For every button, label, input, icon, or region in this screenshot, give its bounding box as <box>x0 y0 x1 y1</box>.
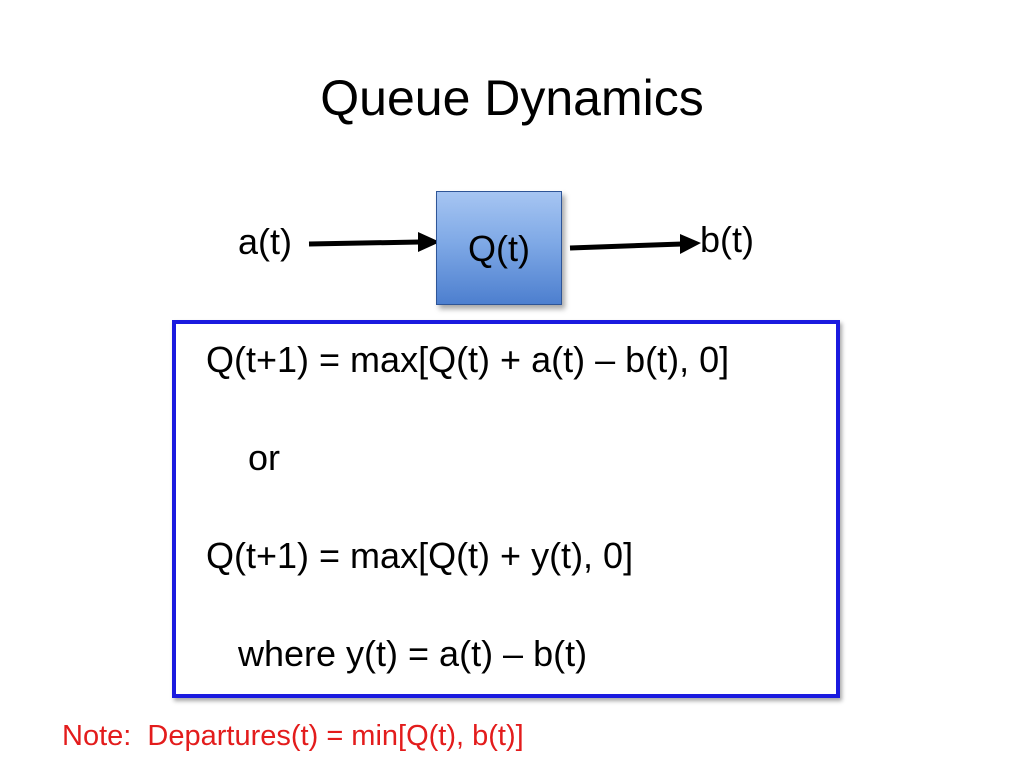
queue-label: Q(t) <box>468 228 530 269</box>
queue-diagram: a(t) Q(t) b(t) <box>0 0 1024 320</box>
output-arrow <box>569 234 701 254</box>
equation-box: Q(t+1) = max[Q(t) + a(t) – b(t), 0] or Q… <box>172 320 840 698</box>
slide-title: Queue Dynamics <box>320 70 704 126</box>
equation-compact: Q(t+1) = max[Q(t) + y(t), 0] <box>206 535 634 576</box>
output-label: b(t) <box>700 219 754 260</box>
departures-note: Note: Departures(t) = min[Q(t), b(t)] <box>62 720 524 752</box>
equation-where: where y(t) = a(t) – b(t) <box>238 633 588 674</box>
input-arrow <box>308 232 440 252</box>
equation-full: Q(t+1) = max[Q(t) + a(t) – b(t), 0] <box>206 339 730 380</box>
equation-or: or <box>248 437 281 478</box>
input-label: a(t) <box>238 221 292 262</box>
queue-node: Q(t) <box>436 191 562 305</box>
diagram-arrows <box>308 232 701 254</box>
